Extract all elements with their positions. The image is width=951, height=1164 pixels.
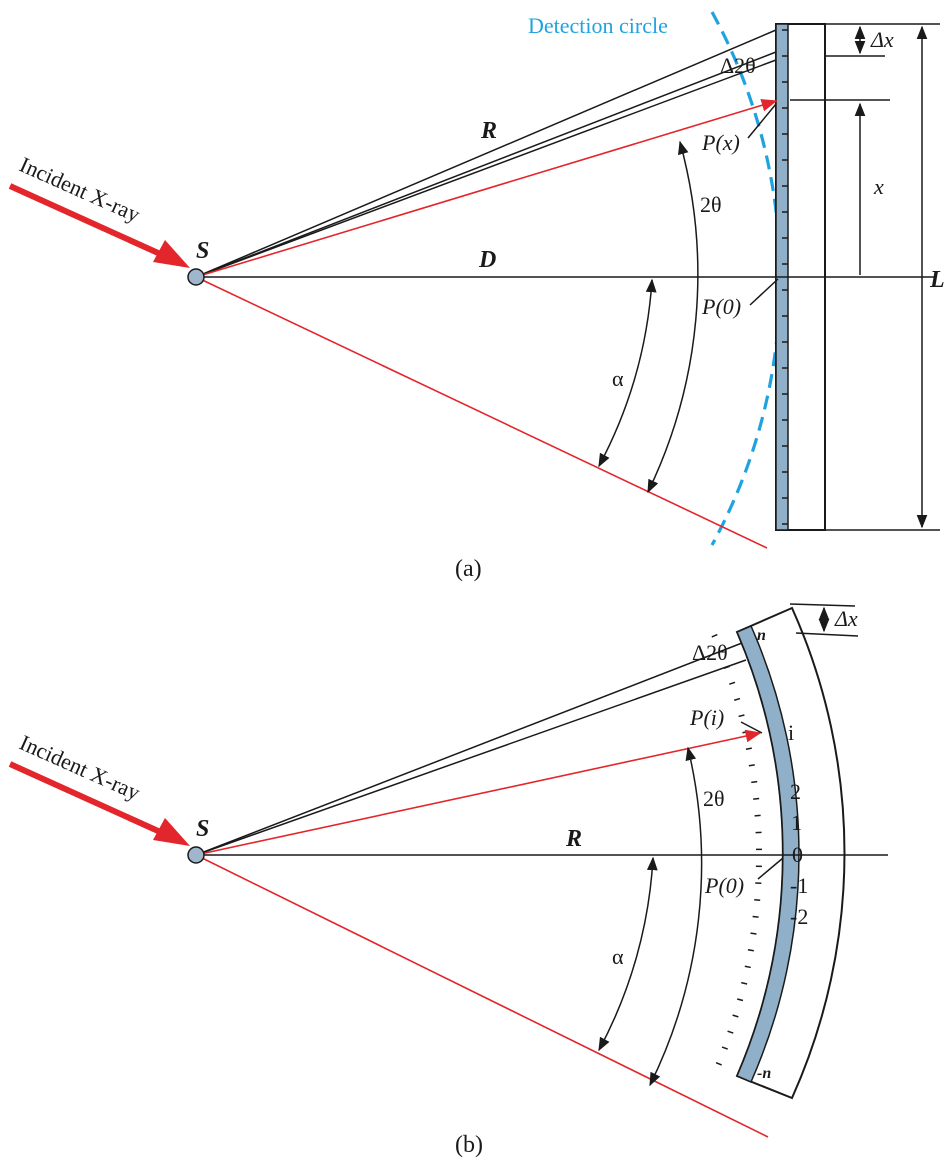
alpha-angle-arc	[598, 278, 657, 468]
two-theta-label: 2θ	[700, 192, 722, 217]
p0-label: P(0)	[701, 294, 741, 319]
d-label: D	[478, 247, 496, 273]
flat-detector-pixel-ticks	[782, 29, 788, 525]
panel-a: Detection circle Incident X	[8, 11, 945, 582]
pixel-tick	[738, 714, 745, 718]
curved-detector-pixel-strip	[736, 625, 800, 1083]
ext-line-b-top	[789, 603, 856, 607]
x-label: x	[873, 174, 884, 199]
pixel-tick	[753, 797, 760, 800]
diffracted-ray-b	[195, 729, 762, 856]
caption-b: (b)	[455, 1132, 483, 1158]
detection-circle-label: Detection circle	[528, 13, 668, 38]
detection-circle-arc	[710, 11, 782, 546]
delta-2theta-label-b: Δ2θ	[692, 640, 728, 665]
source-point-b	[187, 846, 205, 864]
alpha-angle-arc-b	[598, 856, 658, 1052]
pixel-label-2: 2	[790, 779, 801, 804]
pi-leader	[740, 721, 763, 734]
diffracted-ray-R	[195, 99, 778, 278]
l-label: L	[929, 267, 945, 293]
pixel-tick	[733, 697, 741, 701]
source-point	[187, 268, 205, 286]
pixel-tick	[752, 915, 759, 918]
pixel-tick	[711, 633, 718, 638]
delta-2theta-ray-top-b	[195, 642, 743, 856]
pixel-tick	[742, 730, 749, 734]
delta-2theta-ray-top	[195, 29, 777, 278]
panel-b: Incident X-ray S R Δx Δ2θ 2θ α P(i) P(0)…	[8, 603, 888, 1158]
delta-2theta-ray-bottom-b	[195, 659, 747, 856]
alpha-label-b: α	[612, 944, 624, 969]
p0-leader	[749, 278, 779, 306]
incident-xray-arrowhead	[153, 240, 190, 268]
caption-a: (a)	[455, 556, 482, 582]
delta-2theta-label: Δ2θ	[720, 53, 756, 78]
pixel-label-1: 1	[791, 810, 802, 835]
px-leader	[747, 103, 777, 139]
pi-label: P(i)	[689, 705, 724, 730]
pixel-tick	[747, 949, 754, 952]
p0-leader-b	[757, 857, 784, 880]
two-theta-label-b: 2θ	[703, 786, 725, 811]
r-label-b: R	[565, 826, 582, 852]
two-theta-angle-arc	[647, 140, 699, 494]
lower-edge-ray	[195, 276, 768, 549]
pixel-label-i: i	[788, 720, 794, 745]
source-label: S	[196, 238, 209, 264]
r-label: R	[480, 118, 497, 144]
incident-xray-arrow-b	[8, 761, 180, 843]
pixel-tick	[751, 780, 758, 784]
dx-label: Δx	[870, 27, 894, 52]
curved-detector-pixel-ticks	[711, 633, 762, 1066]
incident-xray-arrowhead-b	[153, 818, 190, 846]
two-theta-angle-arc-b	[649, 746, 703, 1087]
pixel-tick	[727, 1030, 734, 1034]
incident-xray-arrow	[8, 183, 180, 265]
pixel-label-minus-2: -2	[790, 904, 808, 929]
pixel-tick	[715, 1062, 722, 1066]
pixel-tick	[732, 1014, 739, 1018]
ray-upper-extra	[195, 59, 777, 278]
pixel-tick	[750, 932, 757, 935]
dx-label-b: Δx	[834, 606, 858, 631]
pixel-tick	[748, 764, 755, 767]
pixel-tick	[744, 965, 751, 969]
delta-2theta-ray-bottom	[195, 51, 777, 278]
px-label: P(x)	[701, 130, 740, 155]
source-label-b: S	[196, 816, 209, 842]
ext-line-b-bottom	[795, 632, 859, 637]
pixel-label-n: n	[757, 627, 766, 644]
pixel-tick	[741, 981, 748, 985]
pixel-label-minus-n: -n	[757, 1065, 771, 1082]
pixel-tick	[729, 681, 736, 685]
pixel-label-minus-1: -1	[790, 873, 808, 898]
lower-edge-ray-b	[195, 854, 769, 1138]
p0-label-b: P(0)	[704, 873, 744, 898]
pixel-tick	[736, 998, 744, 1002]
pixel-tick	[745, 747, 752, 750]
pixel-label-0: 0	[792, 842, 803, 867]
pixel-tick	[721, 1046, 728, 1050]
alpha-label: α	[612, 366, 624, 391]
